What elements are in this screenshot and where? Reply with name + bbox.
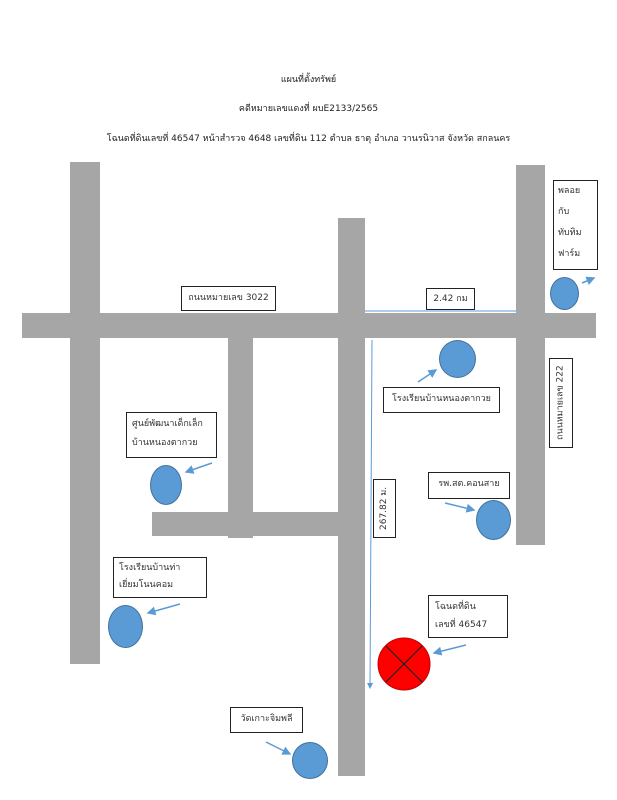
farm-line-4: ฟาร์ม [558, 249, 581, 259]
school1-marker [439, 340, 476, 378]
farm-line-3: ทับทิม [558, 228, 582, 238]
temple-label: วัดเกาะจิมพลี [230, 707, 303, 733]
farm-marker [550, 277, 579, 310]
child-center-line-2: บ้านหนองตากวย [132, 438, 198, 448]
road-3022-label: ถนนหมายเลข 3022 [181, 286, 276, 311]
land-target-marker-icon [377, 637, 431, 691]
road-lower [152, 512, 338, 536]
school2-marker [108, 605, 143, 648]
farm-line-2: กับ [558, 207, 570, 217]
school2-line-1: โรงเรียนบ้านท่า [119, 563, 181, 573]
farm-label: พลอย กับ ทับทิม ฟาร์ม [553, 180, 598, 270]
road-3022 [22, 313, 596, 338]
land-line-2: เลขที่ 46547 [435, 620, 488, 630]
child-center-line-1: ศูนย์พัฒนาเด็กเล็ก [132, 419, 203, 429]
road-222 [516, 165, 545, 545]
map-title: แผนที่ตั้งทรัพย์ [280, 75, 337, 85]
road-center [338, 218, 365, 776]
distance-m-label: 267.82 ม. [373, 479, 396, 538]
road-222-label: ถนนหมายเลข 222 [549, 358, 573, 448]
school2-line-2: เยี่ยมโนนคอม [119, 580, 174, 590]
school1-label: โรงเรียนบ้านหนองตากวย [383, 387, 500, 413]
child-center-marker [150, 465, 182, 505]
case-number: คดีหมายเลขแดงที่ ผบE2133/2565 [238, 104, 379, 114]
distance-km-label: 2.42 กม [426, 288, 475, 310]
road-left [70, 162, 100, 664]
hospital-marker [476, 500, 511, 540]
hospital-label: รพ.สต.คอนสาย [428, 472, 510, 499]
farm-line-1: พลอย [558, 186, 581, 196]
child-center-label: ศูนย์พัฒนาเด็กเล็ก บ้านหนองตากวย [126, 412, 217, 458]
land-label: โฉนดที่ดิน เลขที่ 46547 [428, 595, 508, 638]
temple-marker [292, 742, 328, 779]
deed-info: โฉนดที่ดินเลขที่ 46547 หน้าสำรวจ 4648 เล… [106, 134, 511, 144]
land-line-1: โฉนดที่ดิน [435, 602, 476, 612]
school2-label: โรงเรียนบ้านท่า เยี่ยมโนนคอม [113, 557, 207, 598]
road-side [228, 338, 253, 538]
